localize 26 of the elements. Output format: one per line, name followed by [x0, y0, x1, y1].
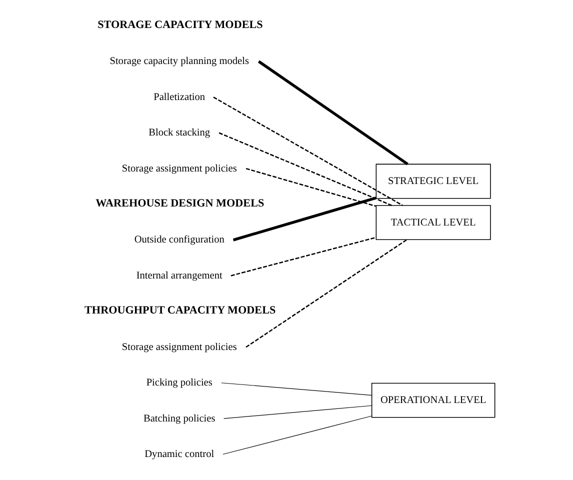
node-text: Dynamic control	[144, 448, 214, 460]
label: WAREHOUSE DESIGN MODELS	[96, 197, 264, 210]
connector	[213, 96, 403, 206]
label: STORAGE CAPACITY MODELS	[98, 18, 263, 31]
connector	[246, 168, 376, 207]
node-text: Storage assignment policies	[122, 163, 237, 174]
connector	[221, 382, 372, 396]
node-text: Palletization	[154, 92, 206, 103]
node-box: STRATEGIC LEVEL	[376, 164, 491, 199]
node-text: Internal arrangement	[136, 270, 222, 282]
node-text: Batching policies	[143, 413, 216, 424]
node-text: Picking policies	[146, 378, 212, 389]
connector	[224, 405, 372, 419]
node-box: OPERATIONAL LEVEL	[371, 382, 496, 418]
connector	[232, 196, 376, 242]
node-text: Storage capacity planning models	[110, 56, 249, 68]
connector	[218, 132, 392, 206]
connector	[222, 416, 372, 455]
connector	[230, 236, 376, 276]
connector	[258, 60, 408, 166]
node-text: Outside configuration	[134, 234, 224, 246]
connector	[246, 239, 408, 348]
node-text: Block stacking	[148, 128, 210, 139]
node-text: Storage assignment policies	[122, 342, 237, 353]
node-box: TACTICAL LEVEL	[376, 205, 491, 240]
label: THROUGHPUT CAPACITY MODELS	[84, 304, 276, 317]
